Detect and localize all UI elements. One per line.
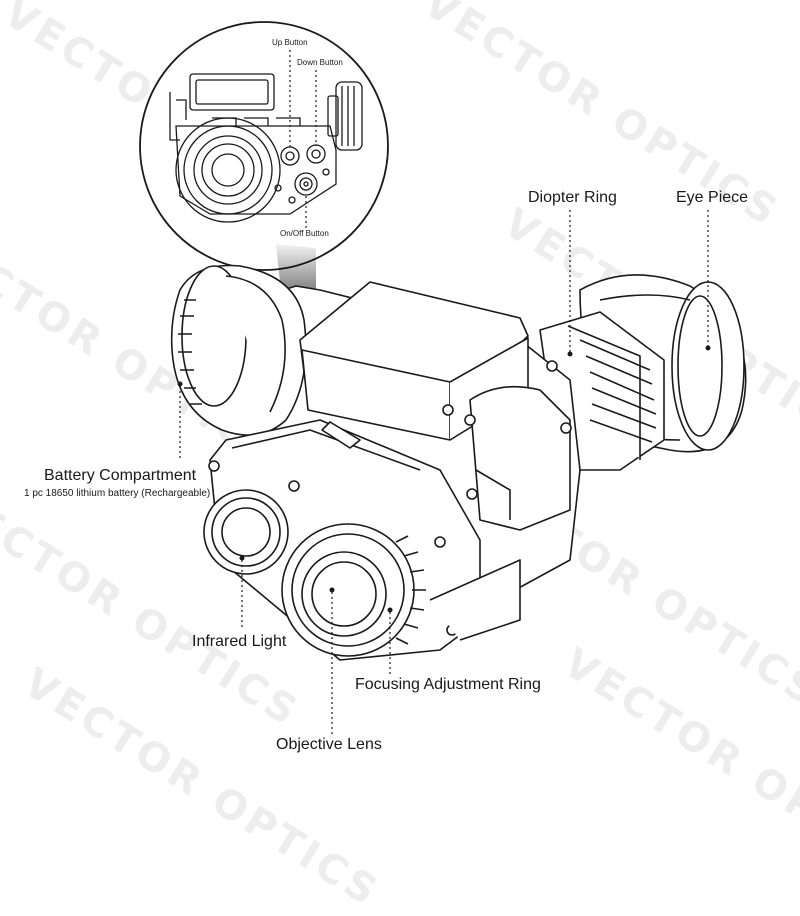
eye-piece-label: Eye Piece (676, 189, 749, 206)
device-illustration (139, 21, 747, 734)
infrared-light-label: Infrared Light (192, 633, 287, 650)
up-button-label: Up Button (272, 38, 308, 47)
night-vision-device (170, 264, 747, 661)
objective-lens-label: Objective Lens (276, 736, 382, 753)
focusing-ring-label: Focusing Adjustment Ring (355, 676, 541, 693)
battery-note-label: 1 pc 18650 lithium battery (Rechargeable… (24, 488, 211, 499)
button-detail-inset (139, 21, 389, 271)
inset-callouts (289, 50, 317, 228)
battery-compartment-label: Battery Compartment (44, 467, 197, 484)
callout-lines (179, 210, 709, 734)
callout-dots (177, 345, 711, 613)
diopter-ring-label: Diopter Ring (528, 189, 617, 206)
onoff-button-label: On/Off Button (280, 229, 329, 238)
down-button-label: Down Button (297, 58, 343, 67)
